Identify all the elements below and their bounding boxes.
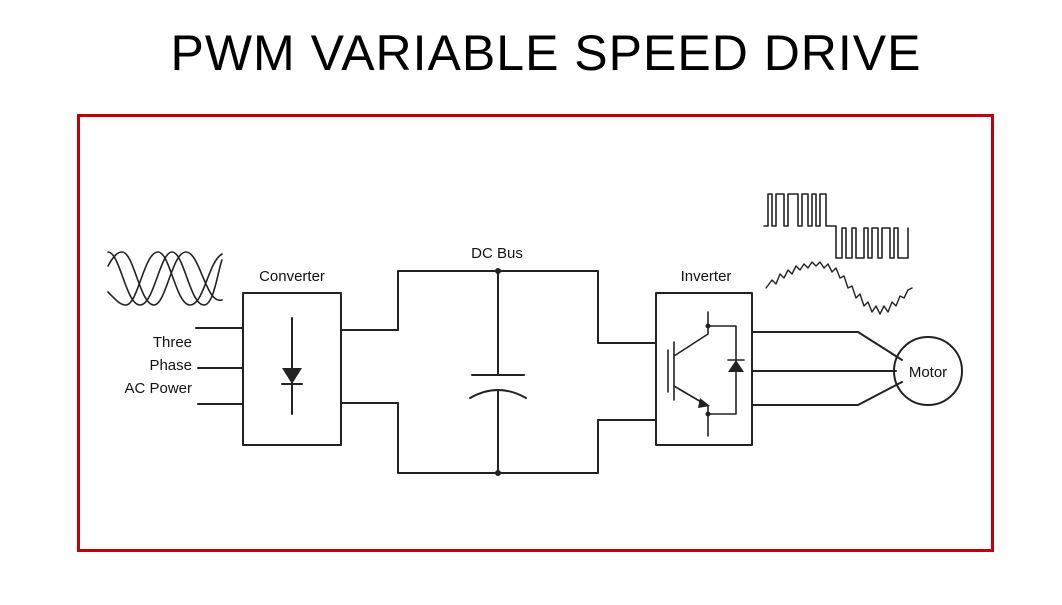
- motor-symbol: [893, 336, 963, 406]
- pwm-pulse-icon: [763, 193, 909, 259]
- converter-block: [242, 292, 342, 446]
- output-current-waveform-icon: [765, 261, 913, 315]
- motor-output-lines: [751, 331, 903, 406]
- motor-label: Motor: [909, 364, 947, 381]
- three-phase-waveform-icon: [107, 251, 223, 306]
- converter-label: Converter: [259, 268, 325, 285]
- input-label-line-2: Phase: [149, 357, 192, 374]
- slide-title: PWM VARIABLE SPEED DRIVE: [170, 25, 922, 81]
- inverter-block: [655, 292, 753, 446]
- ac-input-lines: [195, 327, 244, 405]
- input-label-line-1: Three: [153, 334, 192, 351]
- inverter-label: Inverter: [681, 268, 732, 285]
- capacitor-icon: [469, 374, 527, 399]
- rectifier-diode-icon: [281, 317, 303, 415]
- dc-bus-label: DC Bus: [471, 245, 523, 262]
- dc-bus-wiring: [340, 270, 657, 474]
- diagram-frame: [77, 114, 994, 552]
- input-label-line-3: AC Power: [124, 380, 192, 397]
- igbt-transistor-icon: [667, 311, 745, 437]
